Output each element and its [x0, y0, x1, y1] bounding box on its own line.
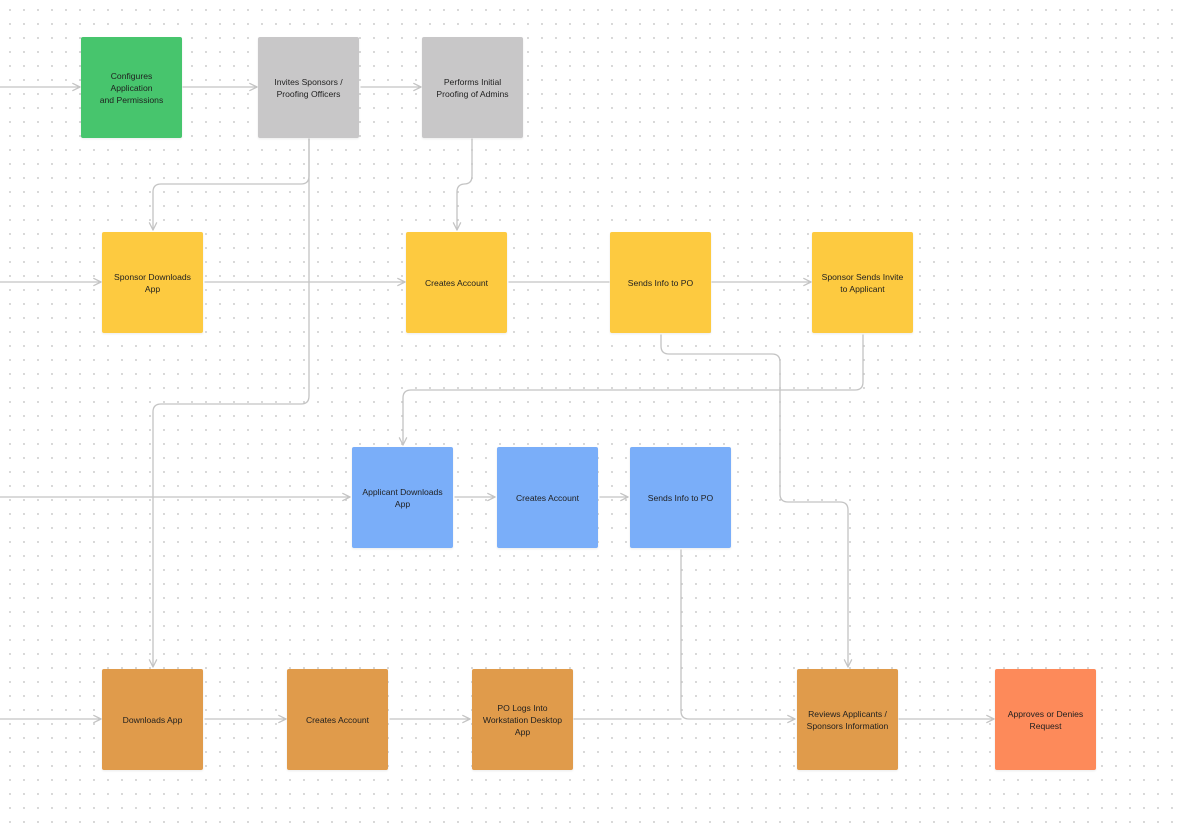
node-label: Performs Initial Proofing of Admins [436, 76, 509, 99]
sponsor-sends-info-node[interactable]: Sends Info to PO [610, 232, 711, 333]
connector-invites-to-sponsor-downloads [148, 138, 310, 231]
invites-sponsors-node[interactable]: Invites Sponsors / Proofing Officers [258, 37, 359, 138]
node-label: Sponsor Sends Invite to Applicant [821, 271, 904, 294]
po-logs-into-workstation-node[interactable]: PO Logs Into Workstation Desktop App [472, 669, 573, 770]
node-label: Sponsor Downloads App [114, 271, 191, 294]
po-creates-account-node[interactable]: Creates Account [287, 669, 388, 770]
node-label: Sends Info to PO [627, 277, 694, 288]
connector-proofing-to-sponsor-account [452, 138, 473, 231]
node-label: Creates Account [305, 714, 370, 725]
applicant-creates-account-node[interactable]: Creates Account [497, 447, 598, 548]
connector-invites-to-po-downloads [148, 138, 310, 668]
sponsor-sends-invite-node[interactable]: Sponsor Sends Invite to Applicant [812, 232, 913, 333]
node-label: Creates Account [424, 277, 489, 288]
po-downloads-app-node[interactable]: Downloads App [102, 669, 203, 770]
initial-proofing-node[interactable]: Performs Initial Proofing of Admins [422, 37, 523, 138]
reviews-information-node[interactable]: Reviews Applicants / Sponsors Informatio… [797, 669, 898, 770]
sponsor-creates-account-node[interactable]: Creates Account [406, 232, 507, 333]
configures-application-node[interactable]: Configures Application and Permissions [81, 37, 182, 138]
node-label: Applicant Downloads App [362, 486, 443, 509]
node-label: Reviews Applicants / Sponsors Informatio… [806, 708, 889, 731]
node-label: Sends Info to PO [647, 492, 714, 503]
node-label: Approves or Denies Request [1007, 708, 1084, 731]
node-label: Invites Sponsors / Proofing Officers [274, 76, 343, 99]
node-label: Downloads App [122, 714, 183, 725]
node-label: PO Logs Into Workstation Desktop App [482, 702, 563, 737]
node-label: Configures Application and Permissions [99, 70, 164, 105]
node-label: Creates Account [515, 492, 580, 503]
sponsor-downloads-app-node[interactable]: Sponsor Downloads App [102, 232, 203, 333]
applicant-sends-info-node[interactable]: Sends Info to PO [630, 447, 731, 548]
approves-or-denies-node[interactable]: Approves or Denies Request [995, 669, 1096, 770]
connector-invite-to-applicant-downloads [398, 334, 864, 446]
connector-applicant-info-to-reviews [680, 549, 796, 724]
connector-sponsor-info-to-reviews [660, 334, 853, 668]
applicant-downloads-app-node[interactable]: Applicant Downloads App [352, 447, 453, 548]
